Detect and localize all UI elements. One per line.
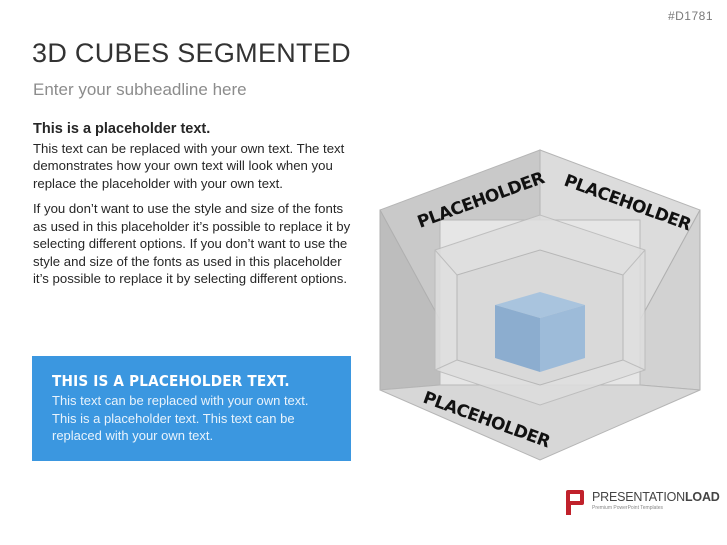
- highlight-box-title: THIS IS A PLACEHOLDER TEXT.: [52, 372, 290, 390]
- logo-name: PRESENTATIONLOAD: [592, 490, 720, 504]
- core-cube-left: [495, 305, 540, 372]
- page-subtitle[interactable]: Enter your subheadline here: [33, 80, 247, 99]
- body-heading: This is a placeholder text.: [33, 121, 211, 137]
- body-paragraph-2: If you don’t want to use the style and s…: [33, 201, 351, 286]
- core-cube-right: [540, 305, 585, 372]
- highlight-box[interactable]: THIS IS A PLACEHOLDER TEXT. This text ca…: [32, 356, 351, 461]
- cube-edge-line: [622, 249, 646, 276]
- slide-id: #D1781: [667, 9, 713, 23]
- presentationload-logo: PRESENTATIONLOAD Premium PowerPoint Temp…: [565, 487, 720, 519]
- logo-name-part1: PRESENTATION: [592, 490, 685, 504]
- page-title[interactable]: 3D CUBES SEGMENTED: [32, 38, 351, 68]
- cube-bottom-face: [379, 384, 701, 461]
- logo-name-part2: LOAD: [684, 490, 720, 504]
- cube-edge-line: [622, 359, 646, 371]
- segmented-cube-graphic[interactable]: PLACEHOLDER PLACEHOLDER PLACEHOLDER: [375, 140, 715, 470]
- cube-edge-line: [434, 249, 458, 276]
- highlight-box-text: This text can be replaced with your own …: [52, 393, 309, 443]
- logo-mark-icon: [566, 490, 584, 515]
- cube-svg: PLACEHOLDER PLACEHOLDER PLACEHOLDER: [379, 149, 701, 461]
- body-text-block[interactable]: This is a placeholder text. This text ca…: [33, 121, 355, 296]
- cube-edge-line: [434, 359, 458, 371]
- body-paragraph-1: This text can be replaced with your own …: [33, 140, 345, 191]
- logo-tagline: Premium PowerPoint Templates: [592, 505, 664, 511]
